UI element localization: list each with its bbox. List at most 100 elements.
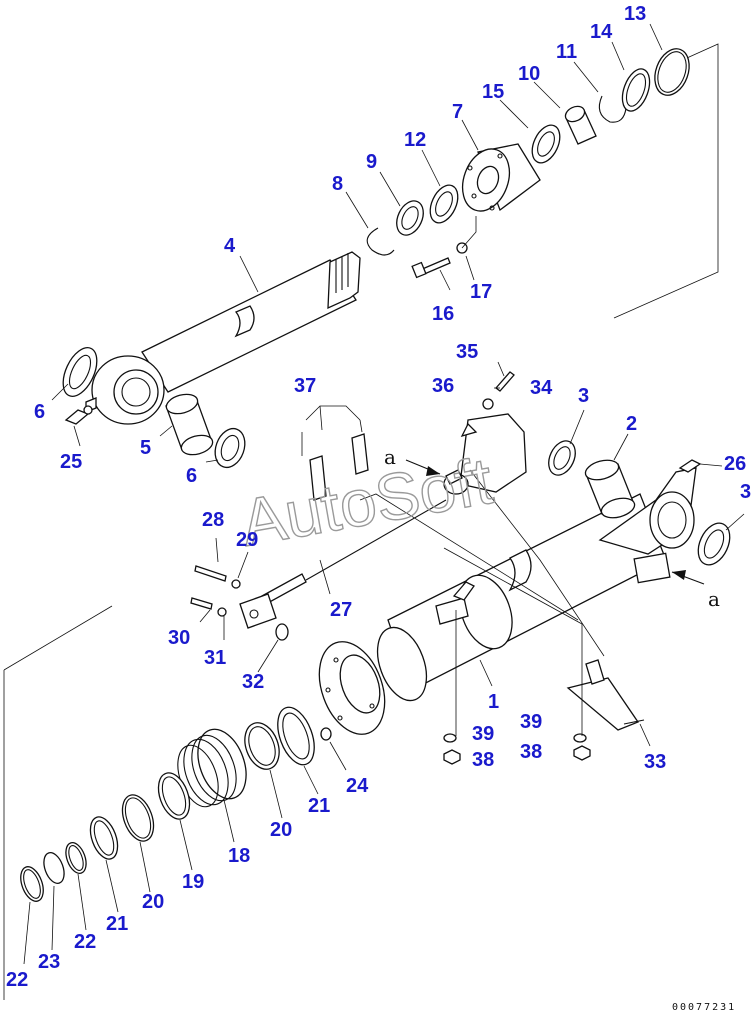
callout-3-lower: 3 bbox=[740, 481, 751, 503]
bolt-part-16 bbox=[411, 257, 451, 279]
bolt-part-28 bbox=[194, 565, 227, 582]
bracket-part-33 bbox=[566, 659, 645, 731]
bushing-part-2 bbox=[584, 459, 636, 519]
nut-part-38-right bbox=[573, 745, 591, 761]
bushing-part-10 bbox=[564, 105, 597, 145]
callout-22-upper: 22 bbox=[74, 931, 96, 953]
callout-21-upper: 21 bbox=[308, 795, 330, 817]
callout-6-upper: 6 bbox=[34, 401, 45, 423]
callout-14: 14 bbox=[590, 21, 613, 43]
callout-11: 11 bbox=[556, 41, 577, 63]
washer-part-39-right bbox=[573, 733, 587, 743]
callout-28: 28 bbox=[202, 509, 224, 531]
callout-30: 30 bbox=[168, 627, 190, 649]
callout-10: 10 bbox=[518, 63, 540, 85]
callout-38-right: 38 bbox=[520, 741, 542, 763]
callout-25: 25 bbox=[60, 451, 82, 473]
callout-21-lower: 21 bbox=[106, 913, 128, 935]
callout-12: 12 bbox=[404, 129, 426, 151]
dust-seal-part-6-upper bbox=[62, 347, 98, 397]
callout-19: 19 bbox=[182, 871, 204, 893]
bracket-plate bbox=[435, 581, 475, 625]
grease-fitting-part-25 bbox=[64, 405, 93, 425]
callout-1: 1 bbox=[488, 691, 499, 713]
callout-20-upper: 20 bbox=[270, 819, 292, 841]
callout-26: 26 bbox=[724, 453, 746, 475]
washer-part-31 bbox=[217, 607, 227, 617]
leader-lines bbox=[23, 23, 745, 965]
callout-20-lower: 20 bbox=[142, 891, 164, 913]
view-marker-right: a bbox=[708, 587, 720, 611]
callout-15: 15 bbox=[482, 81, 504, 103]
bearing-part-12 bbox=[429, 184, 459, 224]
bolt-part-30 bbox=[190, 597, 213, 610]
callout-22-lower: 22 bbox=[6, 969, 28, 991]
cylinder-bottom-part-1-arm bbox=[598, 467, 697, 584]
dust-seal-part-3-lower bbox=[697, 522, 731, 566]
ring-part-22-upper bbox=[65, 842, 87, 874]
snap-ring-part-8 bbox=[366, 227, 395, 256]
view-arrow-upper bbox=[405, 459, 441, 476]
flange-block bbox=[239, 593, 277, 629]
piston-rod-part-4 bbox=[85, 251, 361, 425]
callout-34: 34 bbox=[530, 377, 553, 399]
view-arrow-right bbox=[671, 570, 705, 585]
bolt-part-35 bbox=[495, 371, 515, 392]
o-ring-part-23 bbox=[43, 852, 65, 884]
callout-39-left: 39 bbox=[472, 723, 494, 745]
cylinder-head-part-7 bbox=[461, 143, 541, 212]
callout-23: 23 bbox=[38, 951, 60, 973]
o-ring-part-13 bbox=[654, 48, 690, 96]
bushing-part-5 bbox=[165, 393, 214, 456]
callout-2: 2 bbox=[626, 413, 637, 435]
callout-9: 9 bbox=[366, 151, 377, 173]
seal-part-15 bbox=[531, 124, 561, 164]
washer-part-36 bbox=[482, 398, 494, 410]
callout-38-left: 38 bbox=[472, 749, 494, 771]
elbow-fitting bbox=[443, 469, 469, 495]
callout-4: 4 bbox=[224, 235, 236, 257]
ring-part-22-lower bbox=[20, 866, 44, 902]
callout-36: 36 bbox=[432, 375, 454, 397]
view-marker-upper: a bbox=[384, 445, 396, 469]
ring-part-9 bbox=[396, 200, 424, 236]
callout-35: 35 bbox=[456, 341, 478, 363]
ring-part-14 bbox=[621, 68, 651, 112]
callout-39-right: 39 bbox=[520, 711, 542, 733]
callout-31: 31 bbox=[204, 647, 226, 669]
nut-part-38-left bbox=[443, 749, 461, 765]
callout-29: 29 bbox=[236, 529, 258, 551]
callout-24: 24 bbox=[346, 775, 369, 797]
washer-part-39-left bbox=[443, 733, 457, 743]
piston-part-24-nut bbox=[320, 727, 332, 741]
callout-16: 16 bbox=[432, 303, 454, 325]
callout-27: 27 bbox=[330, 599, 352, 621]
callout-33: 33 bbox=[644, 751, 666, 773]
seal-part-21-upper bbox=[277, 706, 315, 766]
callout-37: 37 bbox=[294, 375, 316, 397]
o-ring-part-32 bbox=[275, 623, 289, 641]
dust-seal-part-6-lower bbox=[214, 427, 246, 469]
hose-part-37 bbox=[309, 433, 369, 501]
frame-lines bbox=[3, 43, 719, 1000]
callout-8: 8 bbox=[332, 173, 343, 195]
washer-part-29 bbox=[231, 579, 241, 589]
dust-seal-part-3-upper bbox=[548, 440, 576, 476]
wear-ring-part-19 bbox=[157, 772, 191, 820]
callout-3-upper: 3 bbox=[578, 385, 589, 407]
seal-part-21-lower bbox=[89, 816, 119, 860]
snap-ring-part-11 bbox=[598, 95, 627, 123]
callout-7: 7 bbox=[452, 101, 463, 123]
grease-fitting-part-26 bbox=[678, 459, 702, 473]
ring-part-20-upper bbox=[244, 722, 280, 770]
callout-17: 17 bbox=[470, 281, 492, 303]
callout-labels: 4 8 9 12 7 15 10 11 14 13 16 17 6 25 5 6… bbox=[6, 3, 751, 991]
callout-5: 5 bbox=[140, 437, 151, 459]
ring-part-20-lower bbox=[121, 794, 155, 842]
drawing-code: 00077231 bbox=[672, 1002, 736, 1013]
callout-13: 13 bbox=[624, 3, 646, 25]
callout-32: 32 bbox=[242, 671, 264, 693]
callout-6-lower: 6 bbox=[186, 465, 197, 487]
callout-18: 18 bbox=[228, 845, 250, 867]
